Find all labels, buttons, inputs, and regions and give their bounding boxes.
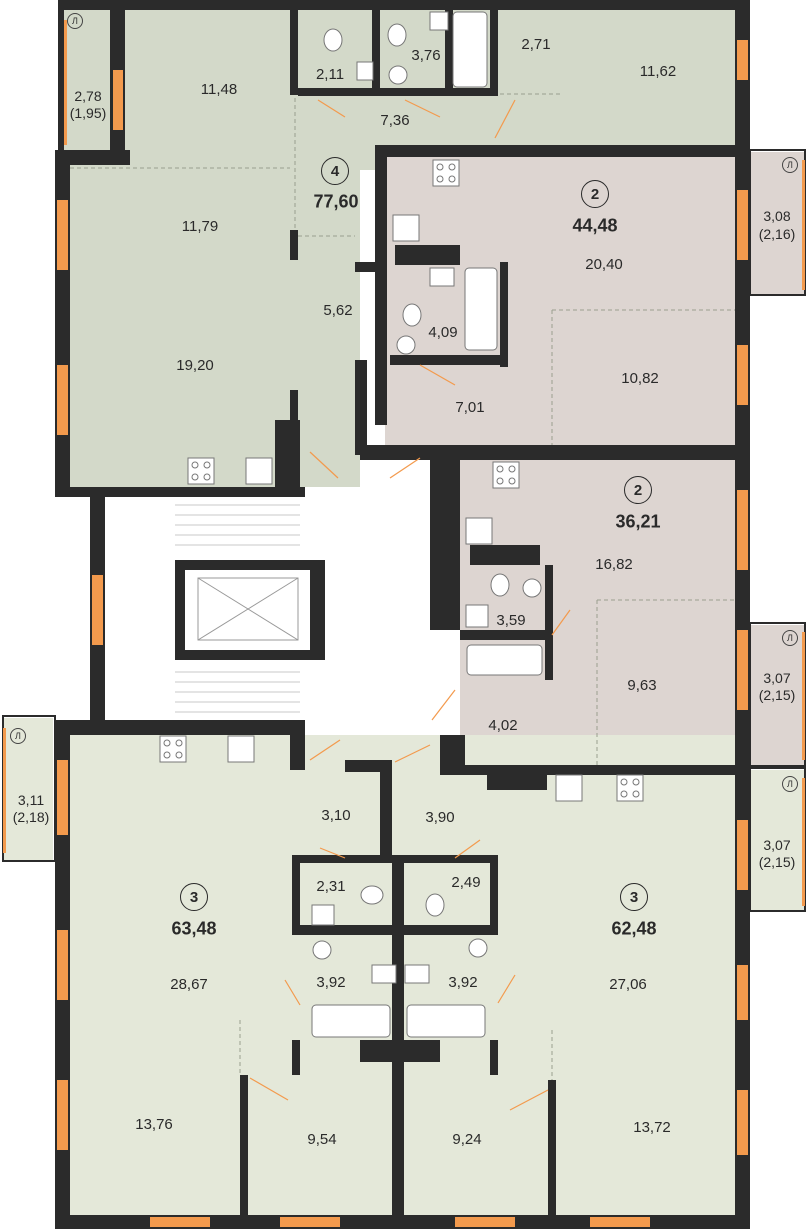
apartment-3a-total: 63,48	[171, 918, 217, 939]
room-area: 9,54	[307, 1131, 337, 1148]
loggia-icon: Л	[10, 728, 26, 744]
loggia-1-sub: (1,95)	[69, 105, 107, 121]
doors	[249, 99, 571, 1111]
room-area: 27,06	[609, 976, 647, 993]
room-area: 28,67	[170, 976, 208, 993]
kitchen-fixtures	[159, 159, 644, 802]
loggia-2-sub: (2,16)	[758, 226, 796, 242]
apartment-2a-total: 44,48	[572, 215, 618, 236]
room-area: 3,90	[425, 809, 455, 826]
room-area: 3,10	[321, 807, 351, 824]
room-area: 2,31	[316, 878, 346, 895]
apartment-2b-total: 36,21	[615, 511, 661, 532]
elevator-shaft	[175, 560, 325, 660]
room-area: 4,09	[428, 324, 458, 341]
apartment-4-fill	[70, 10, 735, 487]
apartment-2a-rooms: 2	[581, 180, 609, 208]
room-area: 19,20	[176, 357, 214, 374]
room-area: 9,63	[627, 677, 657, 694]
room-area: 13,72	[633, 1119, 671, 1136]
room-area: 2,49	[451, 874, 481, 891]
room-area: 2,71	[521, 36, 551, 53]
room-area: 11,48	[200, 81, 238, 98]
apartment-2b-rooms: 2	[624, 476, 652, 504]
room-area: 20,40	[585, 256, 623, 273]
room-area: 3,92	[448, 974, 478, 991]
apartment-4-rooms: 4	[321, 157, 349, 185]
room-area: 9,24	[452, 1131, 482, 1148]
apartment-3a-rooms: 3	[180, 883, 208, 911]
apartment-2a-fill	[385, 155, 735, 447]
loggia-1-area: 2,78	[74, 88, 102, 104]
loggia-1-fill	[62, 10, 112, 152]
room-area: 3,59	[496, 612, 526, 629]
loggia-2-fill	[750, 152, 805, 294]
room-area: 13,76	[135, 1116, 173, 1133]
apartment-4-total: 77,60	[313, 191, 359, 212]
loggia-5-sub: (2,15)	[758, 854, 796, 870]
loggia-4-area: 3,11	[17, 792, 45, 808]
loggia-5-area: 3,07	[763, 837, 791, 853]
windows	[57, 40, 748, 1227]
room-area: 7,01	[455, 399, 485, 416]
room-area: 3,92	[316, 974, 346, 991]
loggia-icon: Л	[782, 630, 798, 646]
loggia-4-sub: (2,18)	[12, 809, 50, 825]
loggia-icon: Л	[782, 776, 798, 792]
loggia-3-fill	[750, 625, 805, 765]
loggia-2-area: 3,08	[763, 208, 791, 224]
room-area: 2,11	[315, 66, 345, 83]
loggia-3-sub: (2,15)	[758, 687, 796, 703]
loggia-3-area: 3,07	[763, 670, 791, 686]
room-area: 4,02	[488, 717, 518, 734]
loggia-4-fill	[3, 718, 53, 860]
apartment-3b-total: 62,48	[611, 918, 657, 939]
room-area: 3,76	[411, 47, 441, 64]
room-area: 11,79	[181, 218, 219, 235]
apartment-3b-rooms: 3	[620, 883, 648, 911]
bath-fixtures	[311, 11, 543, 1038]
room-area: 10,82	[621, 370, 659, 387]
loggia-icon: Л	[782, 157, 798, 173]
staircase	[175, 504, 300, 713]
room-area: 7,36	[380, 112, 410, 129]
zone-dividers	[70, 93, 735, 1080]
room-area: 16,82	[595, 556, 633, 573]
loggia-5-fill	[750, 770, 805, 910]
room-area: 5,62	[323, 302, 353, 319]
loggia-icon: Л	[67, 13, 83, 29]
room-area: 11,62	[639, 63, 677, 80]
